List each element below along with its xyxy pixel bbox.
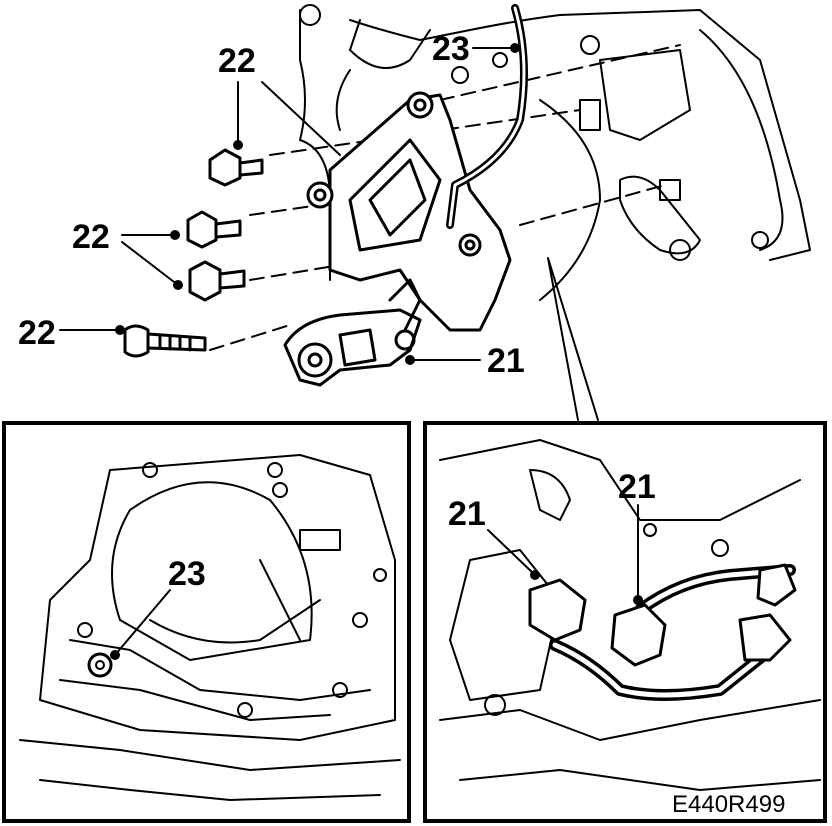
inset-left-leader <box>110 589 171 660</box>
pipe-union-detail <box>439 439 821 791</box>
bolt-upper <box>208 148 264 187</box>
callout-22-lower: 22 <box>18 314 56 352</box>
callout-leaders <box>59 43 599 421</box>
callout-23-inset: 23 <box>168 555 206 593</box>
callout-22-top: 22 <box>218 42 256 80</box>
callout-21-inset-left: 21 <box>448 495 486 533</box>
callout-21-inset-right: 21 <box>618 468 656 506</box>
pipe-union-fittings <box>528 563 797 701</box>
oil-pipe <box>446 4 528 229</box>
figure-code: E440R499 <box>672 791 785 818</box>
bolt-long <box>123 324 207 358</box>
engine-bracket <box>306 91 512 332</box>
torque-arm-bracket <box>283 278 422 387</box>
callout-22-middle: 22 <box>72 218 110 256</box>
inset-frame-left <box>2 421 411 823</box>
bolt-lower <box>188 260 246 302</box>
inset-right-leaders <box>487 504 643 605</box>
gearbox-cover-detail <box>19 454 401 801</box>
bolt-middle <box>186 210 242 249</box>
callout-21-main: 21 <box>487 342 525 380</box>
engine-block-background <box>299 4 811 301</box>
callout-23-top: 23 <box>432 30 470 68</box>
